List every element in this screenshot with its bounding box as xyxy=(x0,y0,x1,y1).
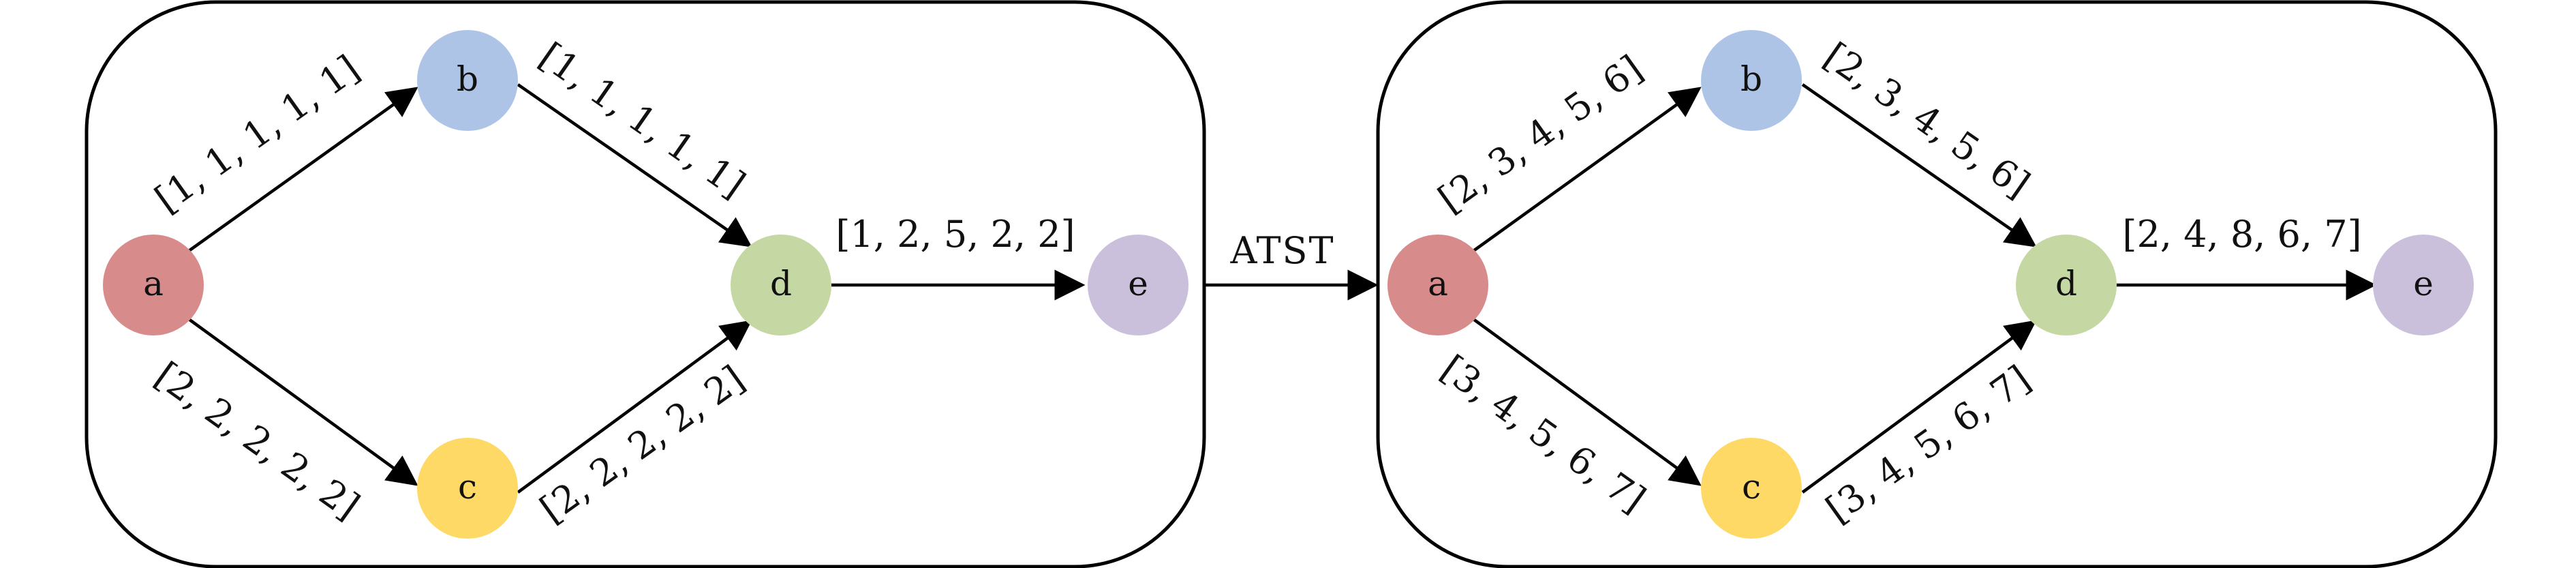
left-panel-frame xyxy=(85,0,1206,568)
right-edge-d-e-label: [2, 4, 8, 6, 7] xyxy=(2122,213,2361,256)
right-node-c-label: c xyxy=(1742,467,1761,507)
left-edge-c-d xyxy=(517,320,752,494)
right-node-e xyxy=(2373,235,2474,335)
right-node-c xyxy=(1701,438,1802,539)
transform-connector: ATST xyxy=(1205,229,1379,301)
right-edge-a-c xyxy=(1472,318,1702,486)
left-node-a-label: a xyxy=(143,264,164,303)
right-node-b-label: b xyxy=(1741,59,1762,99)
transform-label: ATST xyxy=(1229,229,1334,272)
right-edge-a-b xyxy=(1472,87,1702,252)
right-node-a xyxy=(1387,235,1488,335)
right-panel-frame xyxy=(1376,0,2498,568)
right-edge-b-d xyxy=(1801,83,2037,248)
left-edge-a-c xyxy=(187,318,418,486)
left-edge-a-b xyxy=(187,87,418,252)
left-node-c-label: c xyxy=(458,467,477,507)
left-edge-b-d xyxy=(517,83,752,248)
right-node-b xyxy=(1701,30,1802,131)
right-edge-c-d xyxy=(1801,320,2037,494)
right-node-a-label: a xyxy=(1428,264,1448,303)
right-graph-panel: a b c d e [2, 3, 4, 5, 6] [2, 3, 4, 5, 6… xyxy=(1376,0,2498,568)
left-node-e-label: e xyxy=(1128,264,1148,303)
left-graph-panel: a b c d e [1, 1, 1, 1, 1] [1, 1, 1, 1, 1… xyxy=(85,0,1206,568)
left-node-e xyxy=(1088,235,1189,335)
left-node-d xyxy=(731,235,831,335)
left-edge-d-e-label: [1, 2, 5, 2, 2] xyxy=(835,213,1075,256)
left-node-b xyxy=(417,30,518,131)
left-node-b-label: b xyxy=(457,59,478,99)
left-node-a xyxy=(103,235,204,335)
left-node-d-label: d xyxy=(770,264,792,303)
right-node-d-label: d xyxy=(2055,264,2077,303)
right-node-d xyxy=(2016,235,2117,335)
left-node-c xyxy=(417,438,518,539)
right-node-e-label: e xyxy=(2413,264,2434,303)
